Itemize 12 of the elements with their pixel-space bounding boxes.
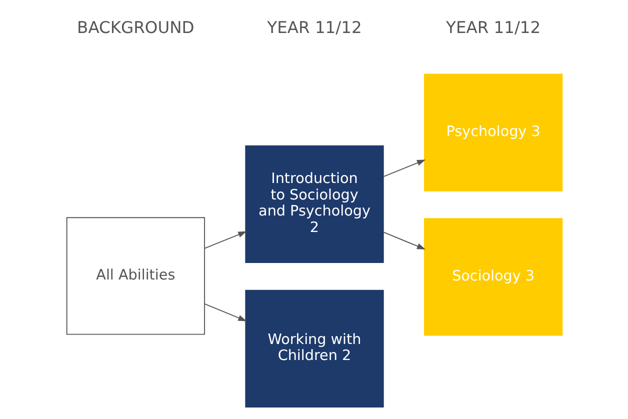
label: BACKGROUND (76, 18, 194, 38)
label: YEAR 11/12 (266, 18, 362, 38)
arrow (382, 232, 426, 250)
label: YEAR 11/12 (446, 18, 540, 38)
arrow (204, 303, 246, 322)
arrow (382, 160, 426, 178)
node-box: Working with Children 2 (244, 290, 384, 408)
node-box: All Abilities (66, 217, 204, 335)
arrow (204, 231, 246, 249)
node-box: Sociology 3 (424, 218, 562, 336)
node-box: Psychology 3 (424, 74, 562, 192)
node-box: Introduction to Sociology and Psychology 2 (244, 145, 384, 264)
